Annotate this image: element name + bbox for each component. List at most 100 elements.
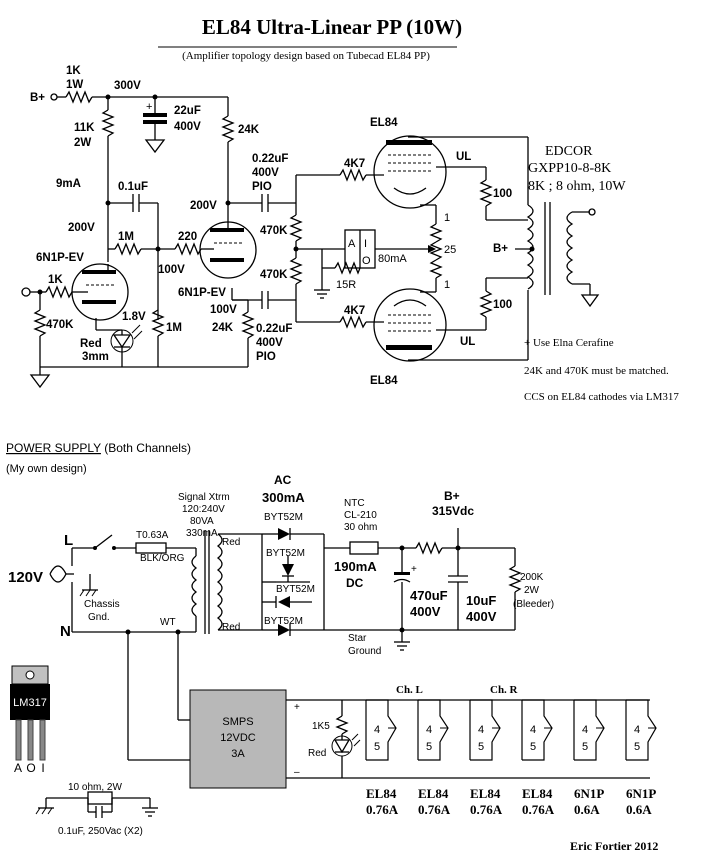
label-xfmr-ratio: 120:240V [182,504,225,515]
label-smps-v: 12VDC [220,732,256,744]
heater-socket: 45 [417,699,449,761]
heater-tube-label: 6N1P [626,786,656,801]
label-chassis: Chassis [84,599,120,610]
heater-tube-label: EL84 [418,786,449,801]
channel-labels: Ch. L Ch. R [396,684,519,696]
label-diode-1: BYT52M [264,512,303,523]
label-200v-left: 200V [68,222,95,234]
psu-wiring: + [10,528,650,818]
heater-tube-label: 6N1P [574,786,604,801]
note-matched: 24K and 470K must be matched. [524,365,669,377]
label-snubber-r: 10 ohm, 2W [68,782,122,793]
label-r25: 25 [444,244,456,256]
tube-6n1p-right [199,221,257,279]
diode-3 [278,596,290,608]
amp-wiring: + [21,90,600,389]
heater-socket: 45 [469,699,501,761]
label-ch-l: Ch. L [396,684,423,696]
label-4k7-top: 4K7 [344,158,365,170]
label-470k-input: 470K [46,319,74,331]
led-red-3mm [112,334,132,349]
label-star: Star [348,633,367,644]
heater-pin-4: 4 [530,724,536,736]
heater-current-label: 0.6A [626,802,652,817]
label-100v-b: 100V [210,304,237,316]
resistor-15r [334,261,361,275]
label-6n1p-right: 6N1P-EV [178,287,226,299]
label-ntc: NTC [344,498,365,509]
resistor-25 [429,241,443,261]
heater-current-label: 0.76A [366,802,399,817]
psu-labels: Signal Xtrm 120:240V 80VA 330mA T0.63A B… [58,492,554,837]
label-ot-spec: 8K ; 8 ohm, 10W [528,179,626,194]
heater-tube-label: EL84 [366,786,397,801]
label-pin-o: O [26,761,35,775]
label-smps-plus: + [294,702,300,713]
heater-socket: 45 [365,699,397,761]
mains-transformer-primary [191,555,198,617]
chassis-labels: Chassis Gnd. [84,599,120,623]
label-chassis-gnd: Gnd. [88,612,110,623]
label-100-top: 100 [493,188,512,200]
ntc-cl210 [349,541,379,555]
heater-pin-4: 4 [478,724,484,736]
resistor-1-bot [429,259,443,279]
power-switch[interactable] [94,534,113,549]
label-100v-a: 100V [158,264,185,276]
label-10uf-v: 400V [466,609,497,624]
resistor-24k-top [221,115,235,143]
resistor-100-top [479,179,493,207]
label-22uf-v: 400V [174,121,201,133]
label-red-2: Red [222,622,240,633]
label-r1-top: 1 [444,212,450,224]
label-r-1w: 1W [66,79,83,91]
diode-4 [278,624,290,636]
label-470k-b: 470K [260,269,288,281]
lm317-pins: A O I [14,761,45,775]
label-wt: WT [160,617,176,628]
label-led-red: Red [80,338,102,350]
label-pio-top-t: PIO [252,181,272,193]
cap-22uf [143,113,167,117]
cap-470uf [394,572,410,575]
label-pin-i: I [41,761,44,775]
label-4k7-bot: 4K7 [344,305,365,317]
input-jack[interactable] [21,287,31,297]
heater-pin-4: 4 [426,724,432,736]
resistor-1m-a [114,242,142,256]
heater-pin-5: 5 [530,741,536,753]
label-diode-2: BYT52M [266,548,305,559]
label-smps-a: 3A [231,748,245,760]
label-1-8v: 1.8V [122,311,146,323]
bplus-terminal [50,93,58,101]
heater-current-label: 0.6A [574,802,600,817]
label-ul-bot: UL [460,336,475,348]
label-r-1k: 1K [66,65,81,77]
label-reg-o: O [362,255,371,267]
heater-pin-4: 4 [374,724,380,736]
diode-1 [278,528,290,540]
label-ac-ma: 300mA [262,490,305,505]
resistor-470k-input [33,309,47,337]
label-220: 220 [178,231,197,243]
label-9ma: 9mA [56,178,81,190]
label-edcor: EDCOR [545,144,593,159]
resistor-24k-bot [241,311,255,339]
heater-current-label: 0.76A [418,802,451,817]
ot-labels: EDCOR GXPP10-8-8K 8K ; 8 ohm, 10W + Use … [524,144,679,403]
note-elna: + Use Elna Cerafine [524,337,614,349]
label-reg-a: A [348,238,356,250]
heater-socket: 45 [573,699,605,761]
label-bplus-ot: B+ [493,243,508,255]
label-diode-4: BYT52M [264,616,303,627]
heater-pin-4: 4 [582,724,588,736]
resistor-1k5 [335,715,349,735]
heater-pin-5: 5 [634,741,640,753]
amp-labels: B+ 1K 1W 300V 22uF 400V 11K 2W 24K 9mA 0… [30,65,512,387]
resistor-11k [101,109,115,137]
label-pio-bot-c: 0.22uF [256,323,292,335]
svg-text:+: + [411,564,417,575]
heater-pin-5: 5 [582,741,588,753]
label-pio-top-v: 400V [252,167,279,179]
